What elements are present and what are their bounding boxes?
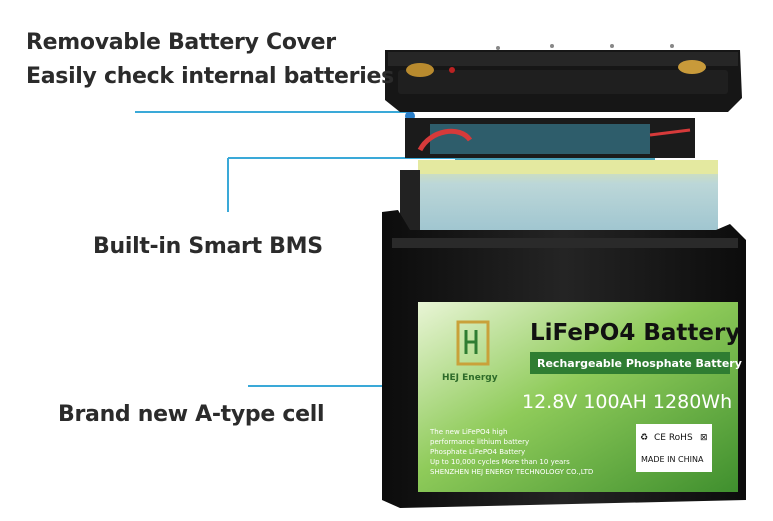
brand-name: HEJ Energy [442,373,498,383]
desc-line: Up to 10,000 cycles More than 10 years [430,458,570,466]
label-specs: 12.8V 100AH 1280Wh [522,391,732,413]
bin-icon: ⊠ [700,433,708,443]
callout-cover: Removable Battery Cover Easily check int… [26,26,394,94]
subtitle-bar [530,352,730,374]
recycle-icon: ♻ [640,433,648,443]
battery-label: HEJ Energy LiFePO4 Battery Rechargeable … [418,302,742,492]
origin-text: MADE IN CHINA [641,455,704,464]
cert-box [636,424,712,472]
terminal-positive-icon [678,60,706,74]
label-title: LiFePO4 Battery [530,320,740,346]
battery-lid [385,44,742,112]
terminal-negative-icon [406,63,434,77]
bms-board [405,118,695,166]
callout-cover-line2: Easily check internal batteries [26,64,394,89]
callout-bms: Built-in Smart BMS [93,234,323,259]
desc-line: Phosphate LiFePO4 Battery [430,448,525,456]
desc-line: The new LiFePO4 high [429,428,507,436]
callout-cover-line1: Removable Battery Cover [26,30,336,55]
hej-logo-icon [456,320,490,366]
desc-line: SHENZHEN HEJ ENERGY TECHNOLOGY CO.,LTD [430,468,593,476]
label-subtitle: Rechargeable Phosphate Battery [537,357,742,370]
callout-cell: Brand new A-type cell [58,402,325,427]
desc-line: performance lithium battery [430,438,529,446]
cert-marks: CE RoHS [654,433,693,443]
